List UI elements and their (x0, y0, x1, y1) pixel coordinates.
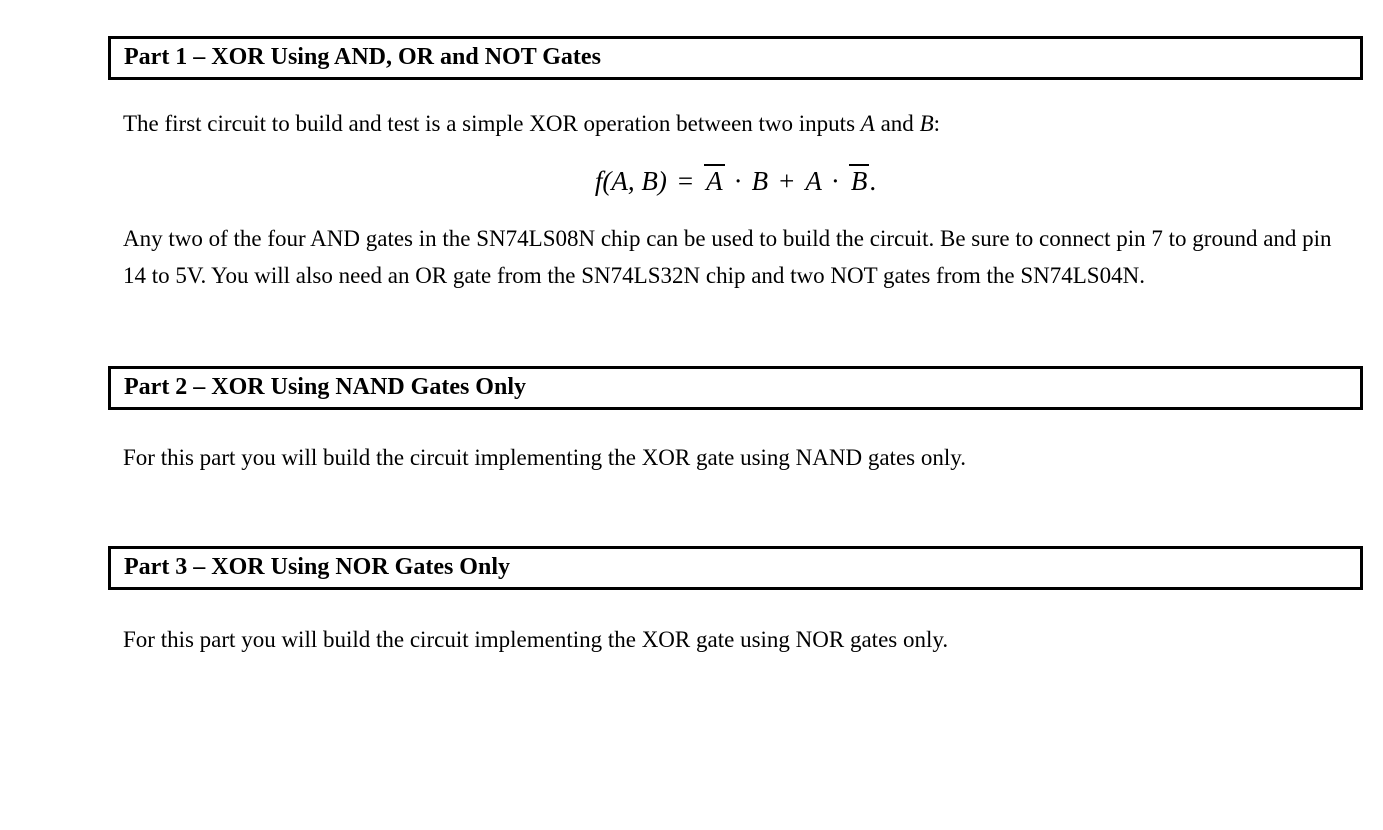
input-variable-b: B (919, 111, 934, 136)
part1-intro-paragraph: The first circuit to build and test is a… (108, 105, 1363, 143)
part3-body-paragraph: For this part you will build the circuit… (123, 627, 949, 652)
part1-intro-and: and (874, 111, 920, 136)
input-variable-a: A (860, 111, 875, 136)
formula-and-operator-2: · (830, 165, 840, 196)
part1-intro-colon: : (933, 111, 941, 136)
formula-b: B (751, 165, 769, 196)
part1-intro-text: The first circuit to build and test is a… (123, 111, 861, 136)
document-page: { "document": { "part1": { "heading": "P… (0, 36, 1383, 830)
part3-heading: Part 3 – XOR Using NOR Gates Only (124, 554, 510, 580)
part1-heading: Part 1 – XOR Using AND, OR and NOT Gates (124, 44, 601, 70)
part1-body-paragraph: Any two of the four AND gates in the SN7… (123, 225, 1332, 289)
part2-heading: Part 2 – XOR Using NAND Gates Only (124, 373, 526, 400)
xor-formula: f(A, B) = A · B + A · B. (108, 162, 1363, 200)
formula-or-operator: + (779, 165, 795, 196)
formula-and-operator-1: · (733, 165, 743, 196)
formula-b-complement: B (848, 163, 870, 196)
formula-a-complement: A (704, 163, 725, 196)
part2-body-paragraph: For this part you will build the circuit… (123, 444, 967, 470)
formula-period: . (869, 165, 877, 196)
part2-heading-box: Part 2 – XOR Using NAND Gates Only (108, 365, 1363, 410)
part1-heading-box: Part 1 – XOR Using AND, OR and NOT Gates (108, 36, 1363, 80)
formula-equals: = (677, 165, 694, 196)
formula-lhs: f(A, B) (594, 165, 667, 196)
lab-document: Part 1 – XOR Using AND, OR and NOT Gates… (108, 36, 1363, 659)
part3-heading-box: Part 3 – XOR Using NOR Gates Only (108, 546, 1363, 590)
formula-a: A (805, 165, 822, 196)
